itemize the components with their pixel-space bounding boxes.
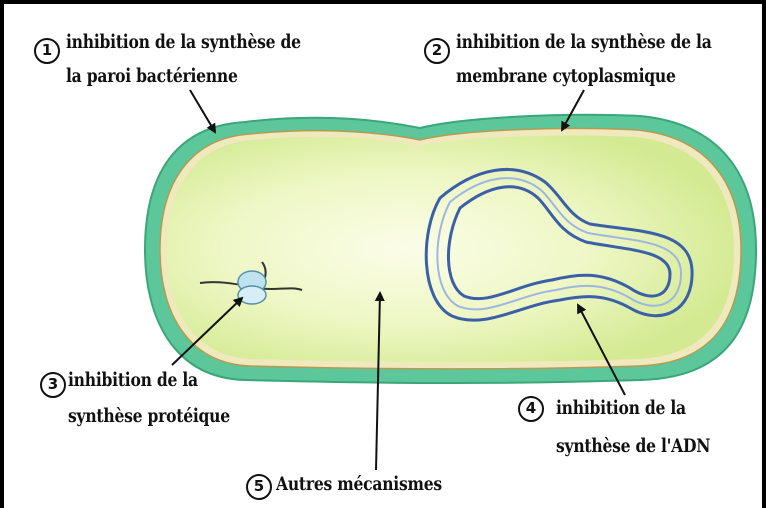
label-3-line1: inhibition de la — [68, 366, 198, 394]
label-3-number: 3 — [40, 372, 66, 398]
label-1-line1: inhibition de la synthèse de — [66, 28, 301, 56]
label-4-number: 4 — [518, 396, 544, 422]
label-3-line2: synthèse protéique — [68, 402, 230, 430]
label-2-number: 2 — [424, 38, 450, 64]
label-2-line1: inhibition de la synthèse de la — [456, 28, 712, 56]
label-2-line2: membrane cytoplasmique — [456, 62, 676, 90]
label-1-line2: la paroi bactérienne — [66, 62, 238, 90]
label-5-line1: Autres mécanismes — [276, 470, 442, 498]
cytoplasm — [167, 135, 734, 362]
label-4-line2: synthèse de l'ADN — [556, 432, 710, 460]
label-4-line1: inhibition de la — [556, 394, 686, 422]
arrow-1 — [190, 90, 215, 132]
label-5-number: 5 — [246, 474, 272, 500]
label-1-number: 1 — [34, 38, 60, 64]
